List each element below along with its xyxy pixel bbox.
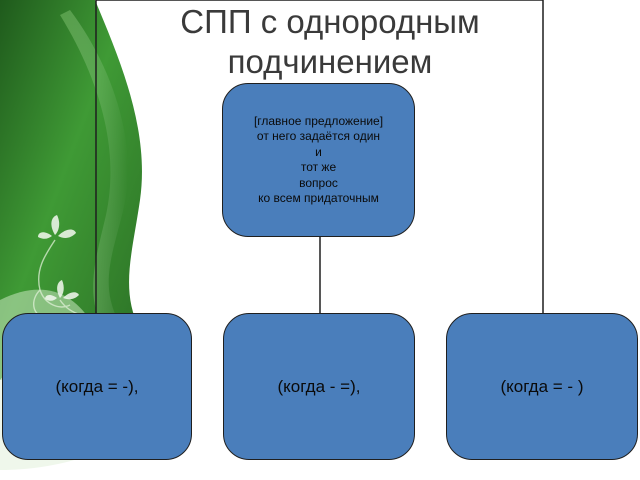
root-line-4: тот же — [300, 160, 337, 174]
child-node-left-label: (когда = -), — [55, 376, 139, 396]
child-node-left: (когда = -), — [2, 313, 192, 460]
slide-title: СПП с однородным подчинением — [130, 2, 530, 82]
child-node-center: (когда - =), — [223, 313, 415, 460]
child-node-right: (когда = - ) — [446, 313, 638, 460]
root-line-6: ко всем придаточным — [258, 191, 379, 205]
root-line-5: вопрос — [299, 175, 338, 190]
title-line-1: СПП с однородным — [180, 3, 480, 40]
root-node: [главное предложение] от него задаётся о… — [222, 83, 415, 237]
root-line-3: и — [315, 144, 322, 159]
root-line-2: от него задаётся один — [256, 129, 381, 143]
root-line-1: [главное предложение] — [253, 113, 384, 128]
title-line-2: подчинением — [227, 43, 433, 80]
child-node-right-label: (когда = - ) — [500, 376, 584, 396]
child-node-center-label: (когда - =), — [277, 376, 361, 396]
